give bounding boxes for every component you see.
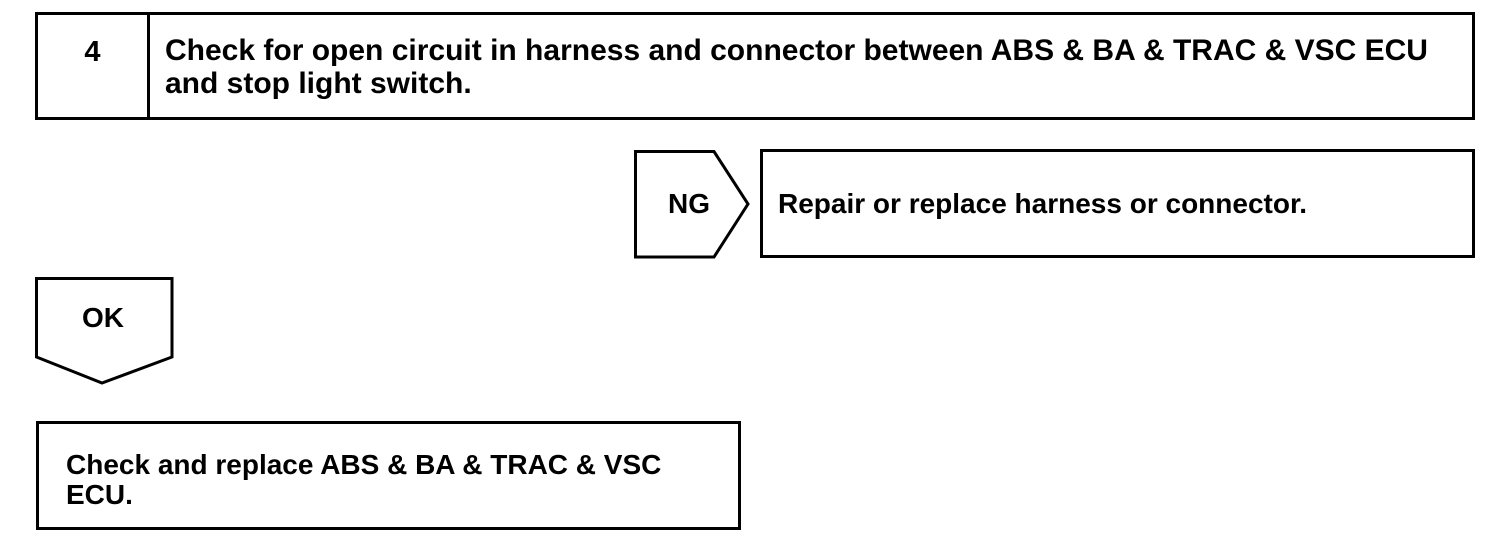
ng-arrow-shape bbox=[634, 150, 750, 259]
step-number: 4 bbox=[84, 36, 101, 68]
ok-result-box: Check and replace ABS & BA & TRAC & VSC … bbox=[36, 421, 741, 530]
step-description: Check for open circuit in harness and co… bbox=[165, 34, 1428, 100]
ng-result-text: Repair or replace harness or connector. bbox=[778, 188, 1308, 219]
step-number-cell: 4 bbox=[38, 15, 150, 117]
ok-label: OK bbox=[82, 302, 124, 333]
step-box: 4 Check for open circuit in harness and … bbox=[35, 12, 1475, 120]
ok-arrow-shape bbox=[35, 277, 174, 385]
ng-result-box: Repair or replace harness or connector. bbox=[760, 149, 1475, 258]
ok-result-text: Check and replace ABS & BA & TRAC & VSC … bbox=[66, 449, 662, 510]
ng-label: NG bbox=[668, 188, 710, 219]
